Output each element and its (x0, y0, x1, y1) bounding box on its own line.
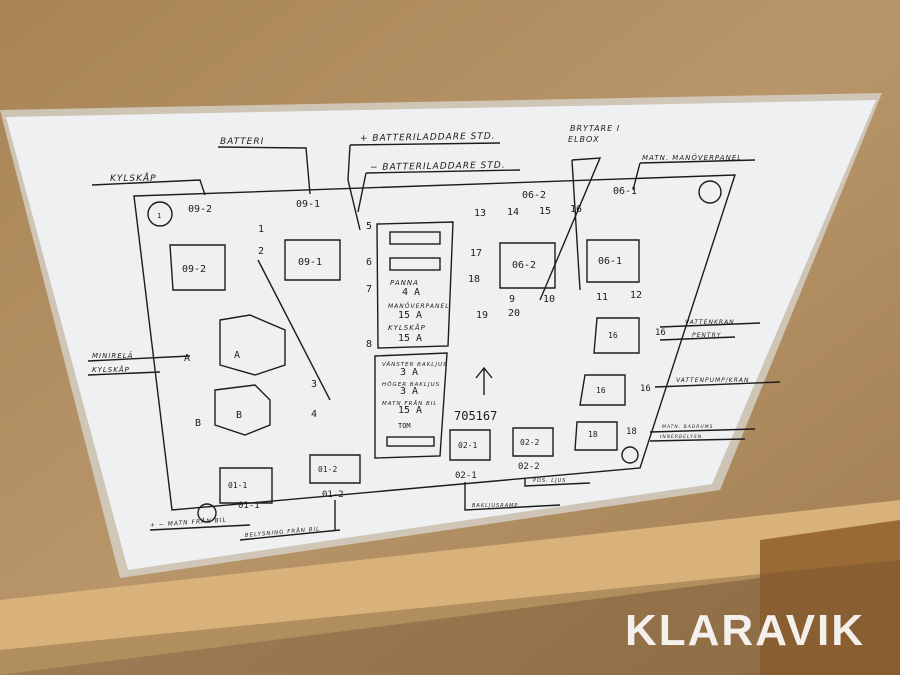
label-elbox: ELBOX (568, 135, 600, 144)
label-batteri: BATTERI (220, 137, 264, 147)
label-pentry: PENTRY (692, 332, 722, 339)
slot-16: 16 (570, 204, 582, 215)
minirelay-a-inner: A (234, 350, 240, 361)
slot-1: 1 (258, 224, 264, 235)
fuse-value: 3 A (400, 386, 418, 397)
label-pos-ljus: POS. LJUS (533, 478, 566, 484)
connector-06-2: 06-2 (522, 190, 546, 201)
fuse-label: MATN FRÅN BIL (382, 400, 437, 407)
label-matn-badrum: MATN. BADRUMS (662, 424, 713, 430)
slot-19: 19 (476, 310, 488, 321)
mount-hole-marker: 1 (157, 212, 161, 220)
label-minirela-kylskap: KYLSKÅP (92, 365, 130, 374)
fuse-value: TOM (398, 422, 411, 430)
connector-09-1: 09-1 (296, 199, 320, 210)
slot-17: 17 (470, 248, 482, 259)
slot-10: 10 (543, 294, 555, 305)
fuse-value: 15 A (398, 405, 422, 416)
fuse-label: PANNA (390, 279, 419, 287)
relay-09-2: 09-2 (182, 264, 206, 275)
label-minus-charger: − BATTERILADDARE STD. (370, 161, 506, 173)
relay-02-1: 02-1 (458, 441, 477, 450)
fuse-value: 4 A (402, 287, 420, 298)
relay-06-1: 06-1 (598, 256, 622, 267)
paper-sheet (6, 100, 876, 570)
slot-18: 18 (468, 274, 480, 285)
connector-02-2: 02-2 (518, 462, 540, 472)
connector-06-1: 06-1 (613, 186, 637, 197)
label-brytare: BRYTARE I (570, 124, 620, 133)
watermark-logo: KLARAVIK (625, 606, 865, 655)
serial-number: 705167 (454, 409, 497, 423)
label-vattenkran: VATTENKRAN (685, 319, 735, 326)
relay-16-a: 16 (608, 331, 618, 340)
relay-18: 18 (588, 430, 598, 439)
slot-2: 2 (258, 246, 264, 257)
cabinet-side (760, 520, 900, 675)
label-vattenpump: VATTENPUMP/KRAN (676, 377, 750, 384)
board-outline (133, 174, 736, 511)
fuse-labels: PANNA 4 A MANÖVERPANEL 15 A KYLSKÅP 15 A… (382, 279, 450, 430)
minirelay-b-inner: B (236, 410, 242, 421)
slot-7: 7 (366, 284, 372, 295)
diagram (87, 142, 781, 541)
relay-16-b: 16 (596, 386, 606, 395)
fuse-label: HÖGER BAKLJUS (382, 381, 440, 388)
wood-shelf (0, 500, 900, 675)
fuse-value: 3 A (400, 367, 418, 378)
fuse-label: MANÖVERPANEL (388, 303, 450, 310)
label-innerbelysning: INNERBELYSN. (660, 434, 704, 440)
fuse-label: KYLSKÅP (388, 323, 426, 332)
slot-14: 14 (507, 207, 519, 218)
connector-labels: 09-2 09-1 06-2 06-1 09-2 09-1 06-2 06-1 … (157, 186, 666, 511)
slot-6: 6 (366, 257, 372, 268)
label-bakljusramp: BAKLJUSRAMP (472, 503, 518, 509)
connector-16-a: 16 (655, 328, 666, 338)
slot-13: 13 (474, 208, 486, 219)
minirelay-b: B (195, 418, 201, 429)
label-minirela: MINIRELÄ (92, 351, 133, 360)
fuse-value: 15 A (398, 333, 422, 344)
fuse-label: VÄNSTER BAKLJUS (382, 361, 448, 368)
slot-11: 11 (596, 292, 608, 303)
connector-09-2: 09-2 (188, 204, 212, 215)
label-kylskap: KYLSKÅP (110, 172, 157, 184)
connector-01-1: 01-1 (238, 501, 260, 511)
fuse-value: 15 A (398, 310, 422, 321)
connector-02-1: 02-1 (455, 471, 477, 481)
minirelay-a: A (184, 353, 190, 364)
slot-5: 5 (366, 221, 372, 232)
slot-4: 4 (311, 409, 317, 420)
connector-18: 18 (626, 427, 637, 437)
slot-15: 15 (539, 206, 551, 217)
slot-12: 12 (630, 290, 642, 301)
slot-8: 8 (366, 339, 372, 350)
fuse-slots: 1 2 3 4 5 6 7 8 9 10 11 12 13 14 15 16 1… (258, 204, 642, 420)
slot-3: 3 (311, 379, 317, 390)
connector-01-2: 01-2 (322, 490, 344, 500)
slot-20: 20 (508, 308, 520, 319)
relay-09-1: 09-1 (298, 257, 322, 268)
connector-16-b: 16 (640, 384, 651, 394)
relay-01-2: 01-2 (318, 465, 337, 474)
slot-9: 9 (509, 294, 515, 305)
label-plus-charger: + BATTERILADDARE STD. (360, 132, 496, 144)
relay-02-2: 02-2 (520, 438, 539, 447)
relay-01-1: 01-1 (228, 481, 247, 490)
relay-06-2: 06-2 (512, 260, 536, 271)
label-matn-manoverpanel: MATN. MANÖVERPANEL (642, 153, 742, 162)
